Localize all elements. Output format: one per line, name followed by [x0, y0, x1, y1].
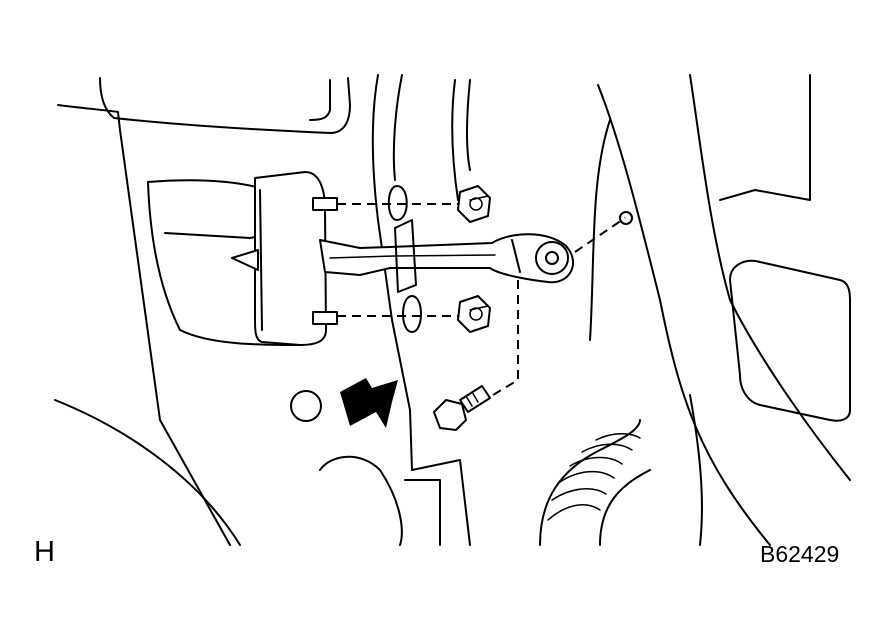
alignment-lines	[337, 203, 626, 399]
arrow-icon	[340, 378, 398, 428]
door-panel	[54, 74, 471, 546]
lower-nut	[457, 295, 491, 333]
upper-nut	[457, 185, 491, 223]
door-check-body	[147, 171, 338, 346]
view-label: H	[34, 536, 55, 568]
wire-harness-boot	[539, 419, 651, 546]
body-pillar	[589, 74, 851, 546]
figure-code: B62429	[760, 541, 840, 567]
door-check-arm	[319, 219, 575, 293]
bolt	[433, 211, 633, 431]
